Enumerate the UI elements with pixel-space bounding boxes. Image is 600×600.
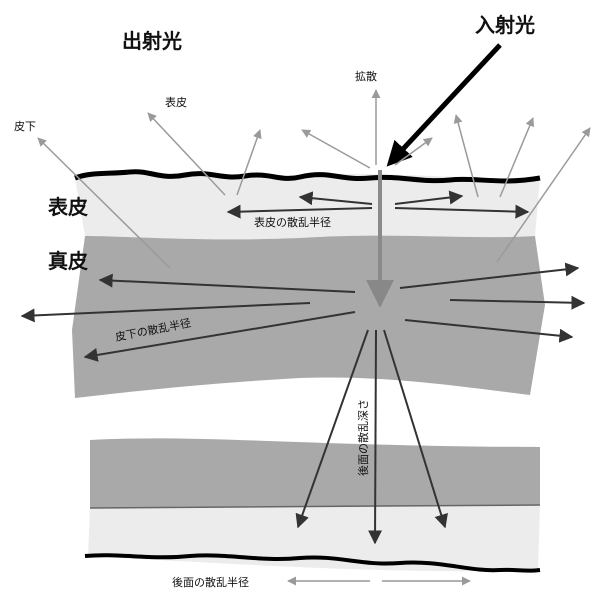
exit-light-label: 出射光: [122, 29, 182, 53]
dermis-scatter-right-1: [399, 262, 580, 289]
dermis-layer-label: 真皮: [48, 249, 88, 273]
dermis-scatter-left-2: [20, 302, 311, 323]
exit-arrow-epidermis-2: [236, 129, 262, 196]
epidermis-layer: [75, 174, 540, 240]
diffusion-label: 拡散: [355, 69, 377, 83]
skin-surface-line: [74, 169, 541, 184]
dermis-layer: [72, 235, 545, 398]
back-epidermis-layer: [88, 505, 540, 572]
back-depth-label: 後面の散乱深さ: [356, 399, 370, 476]
back-scatter-right: [383, 329, 448, 529]
exit-arrow-epidermis-1: [147, 112, 226, 196]
epidermis-layer-label: 表皮: [48, 195, 88, 219]
subcutaneous-arrow-label: 皮下: [14, 120, 36, 133]
epidermis-scatter-right-long: [394, 204, 530, 219]
exit-arrow-diffusion-right: [394, 137, 433, 166]
back-dermis-layer: [90, 438, 540, 508]
dermis-scatter-left-3: [83, 311, 356, 362]
back-surface-line: [84, 553, 541, 573]
exit-arrow-diffusion-left: [301, 129, 371, 169]
back-radius-label: 後面の散乱半径: [172, 575, 249, 589]
epidermis-scatter-left-long: [226, 204, 373, 219]
dermis-scatter-right-3: [404, 319, 574, 343]
exit-arrow-right-3: [496, 127, 591, 263]
epidermis-arrow-label: 表皮: [165, 95, 187, 109]
epidermis-scatter-left-short: [298, 191, 373, 206]
back-scatter-left: [295, 329, 369, 529]
back-layer-boundary: [89, 504, 541, 509]
exit-arrow-subcutaneous: [37, 137, 171, 269]
epidermis-radius-label: 表皮の散乱半径: [254, 215, 331, 229]
exit-arrow-right-2: [499, 117, 535, 198]
back-scatter-center: [368, 329, 383, 545]
dermis-scatter-left-1: [98, 273, 356, 293]
incident-light-arrow: [386, 43, 502, 167]
exit-arrow-right-1: [453, 114, 479, 198]
dermis-scatter-right-2: [449, 295, 586, 310]
epidermis-scatter-right-short: [394, 190, 464, 205]
incident-light-label: 入射光: [475, 13, 535, 37]
